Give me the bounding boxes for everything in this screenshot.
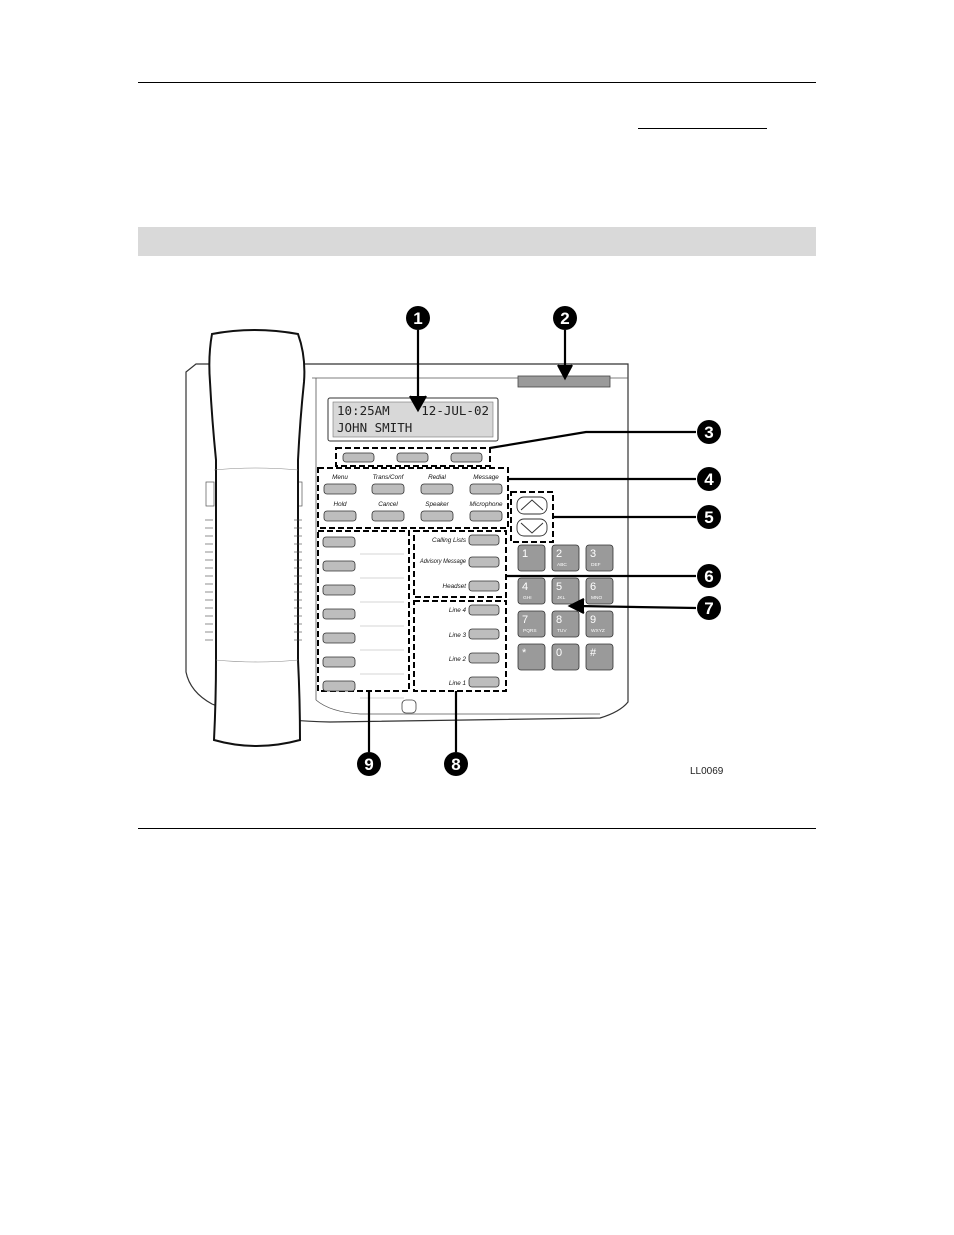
feature-key-label: Speaker bbox=[425, 501, 449, 508]
dial-key-number: * bbox=[522, 647, 527, 659]
dial-key-letters: MNO bbox=[591, 595, 602, 601]
display-line1-right: 12-JUL-02 bbox=[421, 403, 489, 418]
callout-number: 9 bbox=[364, 755, 373, 774]
callout-number: 6 bbox=[704, 567, 713, 586]
feature-key-microphone[interactable]: Microphone bbox=[470, 501, 503, 521]
dial-key-letters: WXYZ bbox=[591, 628, 605, 634]
dial-key-11[interactable]: 0 bbox=[552, 644, 579, 670]
callout-4: 4 bbox=[697, 467, 721, 491]
fixed-key-label: Calling Lists bbox=[432, 537, 467, 544]
soft-key-3[interactable] bbox=[451, 453, 482, 462]
dial-key-number: 0 bbox=[556, 647, 562, 659]
callout-7: 7 bbox=[697, 596, 721, 620]
line-key-label: Line 2 bbox=[449, 656, 467, 663]
line-key-label: Line 1 bbox=[449, 680, 466, 687]
calling-lists-key[interactable]: Calling Lists bbox=[432, 535, 499, 545]
dial-key-12[interactable]: # bbox=[586, 644, 613, 670]
callout-number: 8 bbox=[451, 755, 460, 774]
feature-key-label: Redial bbox=[428, 474, 446, 481]
dial-key-number: 6 bbox=[590, 581, 596, 593]
callout-number: 1 bbox=[413, 309, 422, 328]
dial-key-number: 2 bbox=[556, 548, 562, 560]
dial-key-number: 9 bbox=[590, 614, 596, 626]
line-key-label: Line 4 bbox=[449, 607, 467, 614]
feature-key-trans-conf[interactable]: Trans/Conf bbox=[372, 474, 405, 494]
callout-number: 3 bbox=[704, 423, 713, 442]
volume-down-key[interactable] bbox=[517, 519, 547, 536]
dial-key-letters: TUV bbox=[557, 628, 567, 634]
volume-up-key[interactable] bbox=[517, 497, 547, 514]
feature-key-message[interactable]: Message bbox=[470, 474, 502, 494]
dial-key-number: 3 bbox=[590, 548, 596, 560]
dial-key-number: 1 bbox=[522, 548, 528, 560]
callout-9: 9 bbox=[357, 752, 381, 776]
dial-key-number: 5 bbox=[556, 581, 562, 593]
display-line2: JOHN SMITH bbox=[337, 420, 412, 435]
dial-key-letters: DEF bbox=[591, 562, 601, 568]
callout-number: 4 bbox=[704, 470, 714, 489]
dial-key-letters: ABC bbox=[557, 562, 567, 568]
hookswitch-tab bbox=[402, 700, 416, 713]
dial-key-10[interactable]: * bbox=[518, 644, 545, 670]
fixed-key-label: Advisory Message bbox=[419, 558, 466, 565]
dial-key-1[interactable]: 1 bbox=[518, 545, 545, 571]
dial-key-number: # bbox=[590, 647, 597, 659]
headset-key[interactable]: Headset bbox=[443, 581, 499, 591]
feature-key-label: Trans/Conf bbox=[373, 474, 405, 481]
fixed-key-label: Headset bbox=[443, 583, 467, 590]
dial-key-letters: JKL bbox=[557, 595, 566, 601]
dial-key-number: 8 bbox=[556, 614, 562, 626]
callout-1: 1 bbox=[406, 306, 430, 330]
dial-key-number: 4 bbox=[522, 581, 528, 593]
callout-3: 3 bbox=[697, 420, 721, 444]
callout-number: 5 bbox=[704, 508, 713, 527]
callout-8: 8 bbox=[444, 752, 468, 776]
soft-key-2[interactable] bbox=[397, 453, 428, 462]
feature-key-label: Menu bbox=[332, 474, 348, 481]
soft-key-1[interactable] bbox=[343, 453, 374, 462]
feature-key-label: Hold bbox=[334, 501, 347, 508]
callout-number: 7 bbox=[704, 599, 713, 618]
figure-id: LL0069 bbox=[690, 766, 724, 777]
line-4-key[interactable]: Line 4 bbox=[449, 605, 499, 615]
handset bbox=[209, 330, 304, 746]
dial-key-letters: GHI bbox=[523, 595, 532, 601]
callout-5: 5 bbox=[697, 505, 721, 529]
line-key-label: Line 3 bbox=[449, 632, 467, 639]
dial-key-number: 7 bbox=[522, 614, 528, 626]
feature-key-speaker[interactable]: Speaker bbox=[421, 501, 453, 521]
feature-key-label: Cancel bbox=[378, 501, 398, 508]
feature-key-label: Message bbox=[473, 474, 499, 481]
callout-6: 6 bbox=[697, 564, 721, 588]
feature-key-label: Microphone bbox=[470, 501, 503, 508]
display-line1-left: 10:25AM bbox=[337, 403, 390, 418]
speaker-grille-left bbox=[206, 482, 214, 506]
callout-number: 2 bbox=[560, 309, 569, 328]
dial-key-letters: PQRS bbox=[523, 628, 537, 634]
callout-2: 2 bbox=[553, 306, 577, 330]
